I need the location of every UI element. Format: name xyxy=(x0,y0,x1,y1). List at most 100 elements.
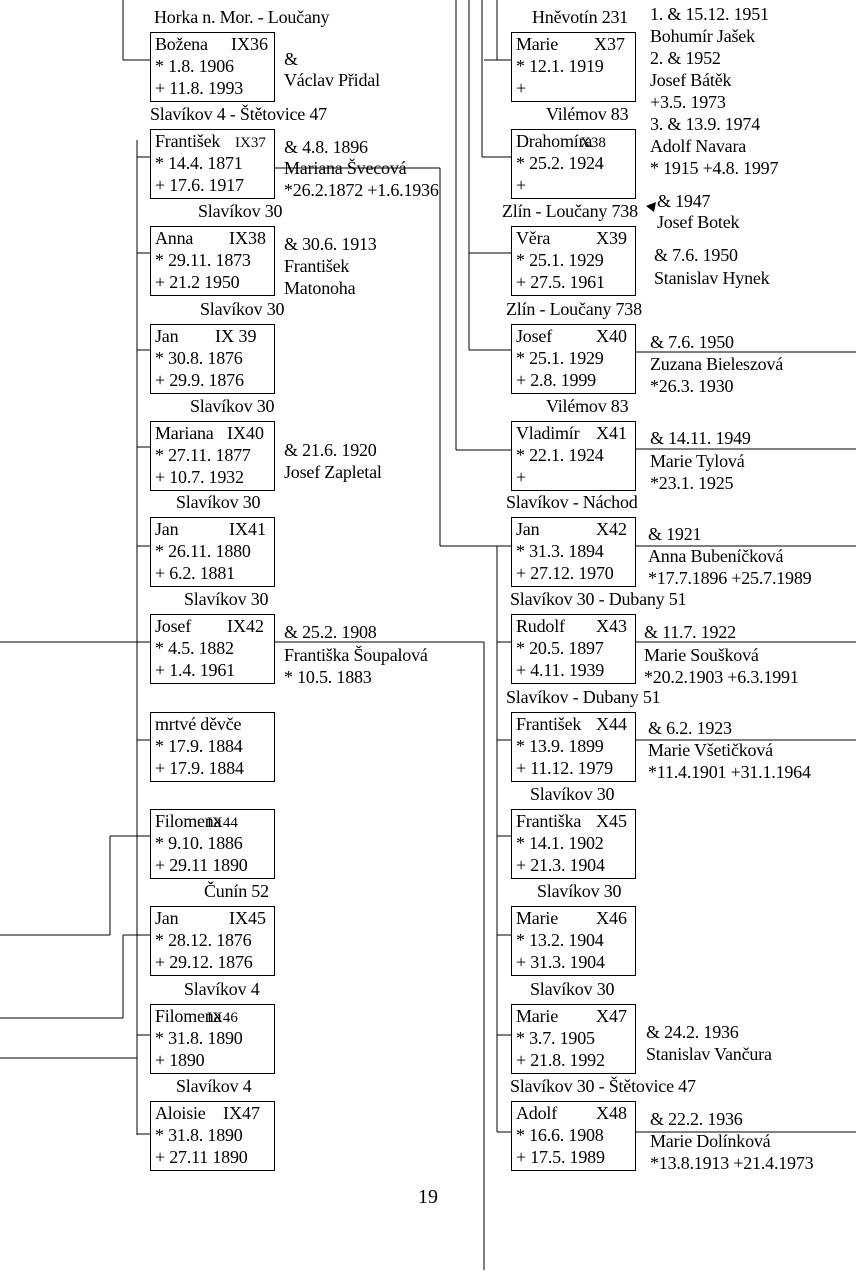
left_column-person-born-10: * 31.8. 1890 xyxy=(155,1028,243,1048)
right-spouse-line-0-3: Josef Bátěk xyxy=(650,70,732,90)
right_column-person-born-0: * 12.1. 1919 xyxy=(516,56,604,76)
right_column-person-name-7: František xyxy=(516,714,582,734)
left_column-place-9: Čunín 52 xyxy=(204,881,269,901)
left_column-person-born-0: * 1.8. 1906 xyxy=(155,56,234,76)
left_column-person-name-0: Božena xyxy=(155,34,208,54)
right_column-person-code-3: X40 xyxy=(596,326,627,346)
left_column-person-born-4: * 27.11. 1877 xyxy=(155,445,251,465)
right-spouse-line-11-0: & 22.2. 1936 xyxy=(650,1109,743,1129)
right_column-person-died-3: + 2.8. 1999 xyxy=(516,370,596,390)
left-spouse-line-0-0: & xyxy=(284,49,298,69)
right_column-person-died-2: + 27.5. 1961 xyxy=(516,272,605,292)
left_column-person-card-7: mrtvé děvče* 17.9. 1884+ 17.9. 1884 xyxy=(150,712,275,782)
left_column-place-1: Slavíkov 4 - Štětovice 47 xyxy=(150,104,327,124)
left_column-person-died-4: + 10.7. 1932 xyxy=(155,467,244,487)
right_column-person-born-5: * 31.3. 1894 xyxy=(516,541,604,561)
right_column-person-code-6: X43 xyxy=(596,616,627,636)
right-spouse-line-4-2: *23.1. 1925 xyxy=(650,473,734,493)
right-spouse-line-5-2: *17.7.1896 +25.7.1989 xyxy=(648,568,812,588)
right_column-person-name-4: Vladimír xyxy=(516,423,580,443)
right_column-person-code-2: X39 xyxy=(596,228,627,248)
right_column-person-born-9: * 13.2. 1904 xyxy=(516,930,604,950)
right_column-person-name-10: Marie xyxy=(516,1006,558,1026)
right_column-person-born-3: * 25.1. 1929 xyxy=(516,348,604,368)
left_column-person-born-1: * 14.4. 1871 xyxy=(155,153,243,173)
right_column-person-name-1: Drahomíra xyxy=(516,131,593,151)
right_column-person-code-10: X47 xyxy=(596,1006,627,1026)
right-spouse-line-1-0: & 1947 xyxy=(657,191,711,211)
right_column-person-died-4: + xyxy=(516,467,526,487)
right-spouse-line-7-1: Marie Všetičková xyxy=(648,740,773,760)
left_column-place-3: Slavíkov 30 xyxy=(200,299,285,319)
left_column-place-0: Horka n. Mor. - Loučany xyxy=(154,7,330,27)
left-spouse-line-2-2: Matonoha xyxy=(284,278,356,298)
left_column-person-name-1: František xyxy=(155,131,221,151)
left_column-person-died-8: + 29.11 1890 xyxy=(155,855,248,875)
left-spouse-line-0-1: Václav Přidal xyxy=(284,70,380,90)
left-spouse-line-1-1: Mariana Švecová xyxy=(284,158,407,178)
right_column-person-name-2: Věra xyxy=(516,228,551,248)
right_column-place-0: Hněvotín 231 xyxy=(532,7,629,27)
right_column-person-name-5: Jan xyxy=(516,519,540,539)
right-spouse-line-0-5: 3. & 13.9. 1974 xyxy=(650,114,761,134)
right_column-place-6: Slavíkov 30 - Dubany 51 xyxy=(510,589,687,609)
left_column-person-died-7: + 17.9. 1884 xyxy=(155,758,244,778)
right_column-person-born-11: * 16.6. 1908 xyxy=(516,1125,604,1145)
right-spouse-line-11-1: Marie Dolínková xyxy=(650,1131,771,1151)
right-spouse-line-2-1: Stanislav Hynek xyxy=(654,268,770,288)
left_column-place-4: Slavíkov 30 xyxy=(190,396,275,416)
right-spouse-line-0-4: +3.5. 1973 xyxy=(650,92,726,112)
left_column-person-born-7: * 17.9. 1884 xyxy=(155,736,243,756)
left_column-person-died-3: + 29.9. 1876 xyxy=(155,370,244,390)
left_column-person-died-9: + 29.12. 1876 xyxy=(155,952,253,972)
left-spouse-line-1-2: *26.2.1872 +1.6.1936 xyxy=(284,180,439,200)
left-spouse-line-4-0: & 21.6. 1920 xyxy=(284,440,377,460)
left_column-person-code-11: IX47 xyxy=(223,1103,260,1123)
right_column-person-died-8: + 21.3. 1904 xyxy=(516,855,605,875)
left_column-person-died-2: + 21.2 1950 xyxy=(155,272,240,292)
right_column-person-died-6: + 4.11. 1939 xyxy=(516,660,605,680)
left_column-person-name-3: Jan xyxy=(155,326,179,346)
right_column-person-name-11: Adolf xyxy=(516,1103,557,1123)
right_column-place-4: Vilémov 83 xyxy=(546,396,629,416)
left_column-person-name-2: Anna xyxy=(155,228,194,248)
right_column-place-5: Slavíkov - Náchod xyxy=(506,492,638,512)
left_column-person-name-8: Filomena xyxy=(155,811,222,831)
left-spouse-line-1-0: & 4.8. 1896 xyxy=(284,137,368,157)
left_column-person-code-2: IX38 xyxy=(229,228,266,248)
left-spouse-line-6-1: Františka Šoupalová xyxy=(284,645,428,665)
left_column-person-name-9: Jan xyxy=(155,908,179,928)
right_column-person-died-7: + 11.12. 1979 xyxy=(516,758,613,778)
right_column-person-died-0: + xyxy=(516,78,526,98)
left_column-person-died-6: + 1.4. 1961 xyxy=(155,660,235,680)
right_column-person-code-7: X44 xyxy=(596,714,627,734)
page-number: 19 xyxy=(418,1186,438,1208)
left_column-person-code-3: IX 39 xyxy=(215,326,257,346)
right_column-person-died-5: + 27.12. 1970 xyxy=(516,563,614,583)
right_column-person-code-9: X46 xyxy=(596,908,627,928)
right_column-place-11: Slavíkov 30 - Štětovice 47 xyxy=(510,1076,696,1096)
right-spouse-line-7-0: & 6.2. 1923 xyxy=(648,718,732,738)
right-spouse-line-5-1: Anna Bubeníčková xyxy=(648,546,784,566)
right-spouse-line-2-0: & 7.6. 1950 xyxy=(654,245,738,265)
left-spouse-line-2-0: & 30.6. 1913 xyxy=(284,234,377,254)
left_column-place-11: Slavíkov 4 xyxy=(176,1076,252,1096)
right_column-place-9: Slavíkov 30 xyxy=(537,881,622,901)
right-spouse-line-0-1: Bohumír Jašek xyxy=(650,26,755,46)
right-spouse-line-10-0: & 24.2. 1936 xyxy=(646,1022,739,1042)
right_column-place-10: Slavíkov 30 xyxy=(530,979,615,999)
